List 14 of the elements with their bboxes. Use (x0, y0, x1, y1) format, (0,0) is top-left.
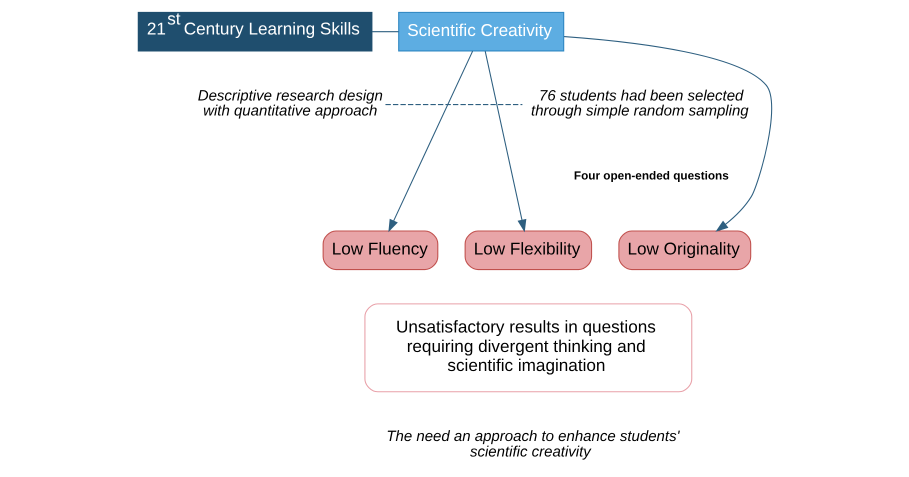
label: Four open-ended questions (573, 169, 728, 182)
arrow (388, 50, 473, 232)
node-box: Scientific Creativity (398, 12, 564, 52)
node-box: Low Originality (618, 230, 751, 270)
node-box: Unsatisfactory results in questions requiring divergent thinking and scientific imagination (364, 303, 692, 392)
arrow (564, 36, 772, 232)
node-box: Low Fluency (322, 230, 438, 270)
connector (372, 31, 398, 32)
node-box: Low Flexibility (464, 230, 592, 270)
node-text: Descriptive research design with quantitative approach (197, 87, 382, 120)
label: The need an approach to enhance students' scientific creativity (386, 428, 679, 460)
arrow (484, 51, 526, 232)
connector (384, 104, 522, 106)
node-text: 76 students had been selected through simple random sampling (530, 87, 748, 120)
